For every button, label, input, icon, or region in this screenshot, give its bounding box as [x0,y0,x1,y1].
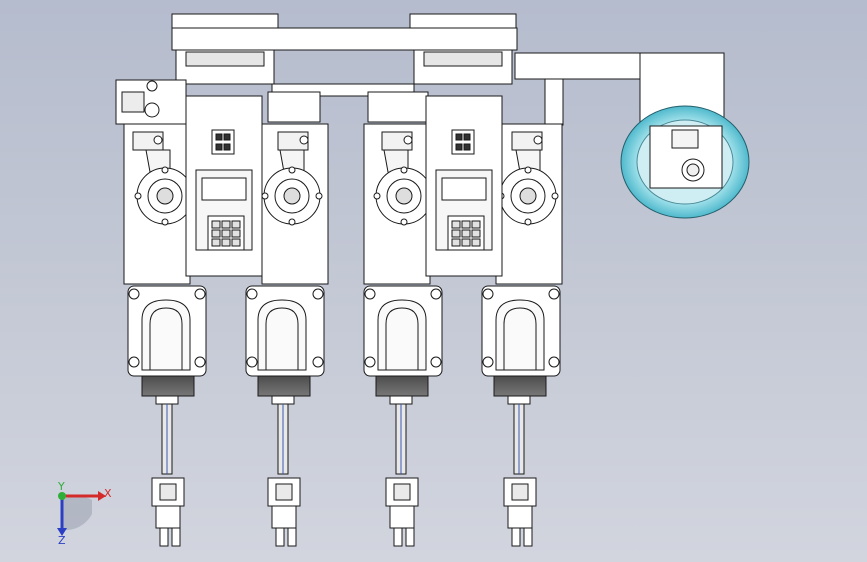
center-connector-left [185,95,263,277]
z-axis-arrowhead [57,528,67,536]
left-bracket [115,79,429,125]
gripper-unit-3 [363,123,443,547]
x-axis-label: X [104,487,112,500]
gripper-unit-1 [123,123,207,547]
axis-triad: X Y Z [57,482,112,546]
gripper-unit-2 [245,123,329,547]
assembly-model[interactable] [115,13,750,547]
center-connector-right [425,95,503,277]
z-axis-label: Z [58,534,66,546]
triad-shade [62,495,92,531]
gripper-unit-4 [481,123,563,547]
guide-wheel [620,105,750,219]
y-axis-dot [58,492,66,500]
x-axis-arrowhead [98,491,106,501]
right-arm [514,52,725,130]
y-axis-label: Y [57,482,65,493]
top-crossbar [171,13,518,97]
